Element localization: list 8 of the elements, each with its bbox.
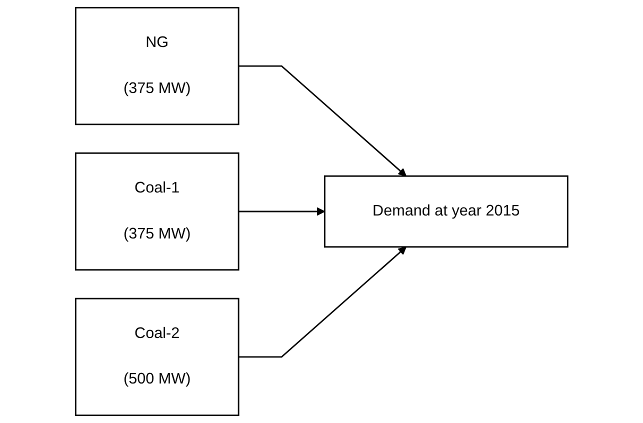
node-box (324, 175, 568, 248)
node-box (74, 6, 240, 126)
node-box (74, 298, 240, 416)
flowchart: NG (375 MW) Coal-1 (375 MW) Coal-2 (500 MW) Demand at year 2015 (68, 0, 576, 423)
node-box (74, 152, 240, 271)
arrow (238, 65, 406, 176)
arrow (238, 246, 406, 358)
arrow (238, 207, 325, 216)
